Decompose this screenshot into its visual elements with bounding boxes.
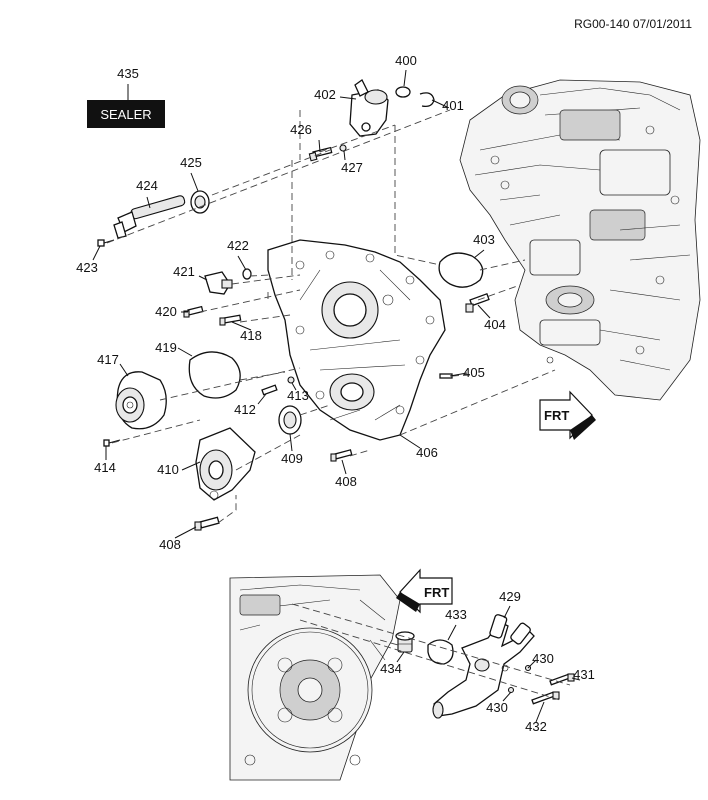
callout-405: 405: [463, 365, 485, 380]
callout-404: 404: [484, 317, 506, 332]
engine-front-cover: [267, 239, 446, 441]
part-404: [465, 293, 490, 313]
callout-426: 426: [290, 122, 312, 137]
callout-408-lower: 408: [159, 537, 181, 552]
part-434: [395, 631, 415, 653]
callout-410: 410: [157, 462, 179, 477]
callout-400: 400: [395, 53, 417, 68]
part-418: [219, 314, 242, 326]
leader-lines: [92, 69, 581, 723]
part-433: [427, 639, 454, 665]
front-direction-arrow-lower: FRT: [396, 568, 453, 614]
callout-421: 421: [173, 264, 195, 279]
part-420: [183, 305, 204, 318]
callout-409: 409: [281, 451, 303, 466]
callout-418: 418: [240, 328, 262, 343]
assembly-lines-upper: [106, 109, 556, 524]
callout-425: 425: [180, 155, 202, 170]
part-400: [395, 86, 411, 98]
callout-420: 420: [155, 304, 177, 319]
part-413: [287, 376, 295, 384]
callout-430-lower: 430: [486, 700, 508, 715]
part-401: [419, 92, 435, 108]
callout-431: 431: [573, 667, 595, 682]
callout-430-upper: 430: [532, 651, 554, 666]
assembly-lines-lower: [291, 603, 571, 701]
part-422: [242, 268, 252, 280]
callout-408-upper: 408: [335, 474, 357, 489]
front-direction-arrow: FRT: [539, 390, 596, 440]
callout-labels: 400 401 402 403 404 405 406 408 408 409 …: [76, 53, 595, 734]
callout-419: 419: [155, 340, 177, 355]
callout-422: 422: [227, 238, 249, 253]
front-arrow-label: FRT: [544, 408, 569, 423]
callout-432: 432: [525, 719, 547, 734]
part-430-lower: [507, 686, 515, 694]
part-431: [549, 673, 575, 686]
engine-block-upper: [459, 79, 701, 401]
sealer-label: SEALER: [100, 107, 151, 122]
callout-417: 417: [97, 352, 119, 367]
part-426: [308, 146, 333, 162]
callout-433: 433: [445, 607, 467, 622]
part-429: [432, 614, 535, 719]
callout-413: 413: [287, 388, 309, 403]
part-410: [195, 427, 256, 501]
sealer-badge: SEALER: [87, 100, 165, 128]
callout-429: 429: [499, 589, 521, 604]
part-409: [278, 405, 302, 435]
part-432: [531, 691, 560, 705]
part-424: [113, 195, 186, 239]
drawing-id: RG00-140 07/01/2011: [574, 17, 692, 31]
part-421: [204, 271, 233, 295]
callout-427: 427: [341, 160, 363, 175]
callout-435: 435: [117, 66, 139, 81]
front-arrow-label-lower: FRT: [424, 585, 449, 600]
callout-424: 424: [136, 178, 158, 193]
part-408-upper: [330, 449, 353, 462]
part-402: [349, 79, 389, 137]
part-408-lower: [194, 516, 220, 531]
part-412: [261, 384, 278, 396]
callout-406: 406: [416, 445, 438, 460]
callout-403: 403: [473, 232, 495, 247]
part-427: [339, 144, 347, 152]
callout-401: 401: [442, 98, 464, 113]
engine-block-lower: [229, 574, 401, 781]
callout-434: 434: [380, 661, 402, 676]
part-417: [115, 371, 167, 430]
callout-423: 423: [76, 260, 98, 275]
part-403: [438, 252, 484, 288]
part-425: [190, 190, 210, 214]
callout-414: 414: [94, 460, 116, 475]
part-419: [188, 351, 241, 399]
callout-412: 412: [234, 402, 256, 417]
callout-402: 402: [314, 87, 336, 102]
